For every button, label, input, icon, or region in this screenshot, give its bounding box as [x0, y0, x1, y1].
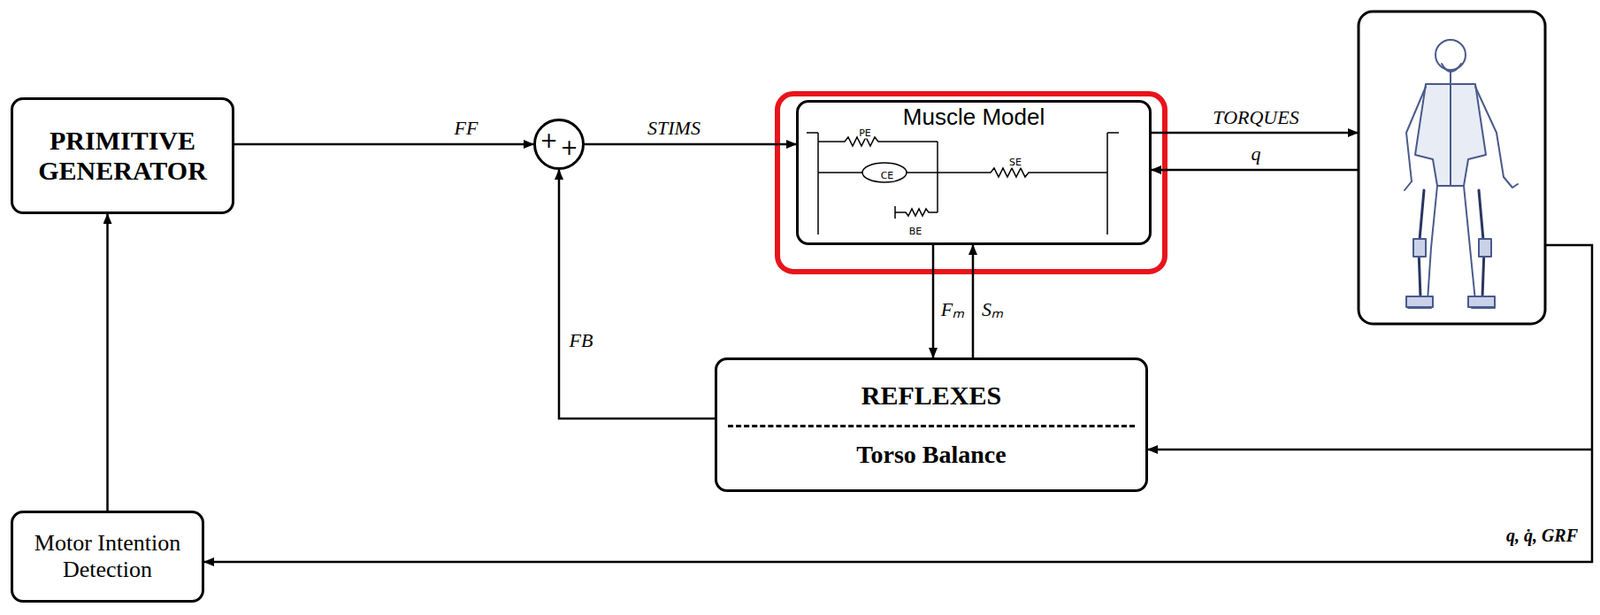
- signal-name: TORQUES: [1210, 107, 1301, 129]
- sign-mark: +: [539, 130, 558, 152]
- block-title: Muscle Model: [903, 104, 1045, 131]
- block-subtitle: Torso Balance: [856, 440, 1006, 469]
- signal-arrow: [106, 214, 109, 511]
- signal-name: FB: [567, 329, 596, 352]
- signal-name: Fₘ: [939, 298, 966, 321]
- summing-junction: ++: [533, 118, 585, 170]
- dashed-divider: [727, 424, 1135, 428]
- process-box: Motor Intention Detection: [10, 510, 205, 603]
- block-title: PRIMITIVE GENERATOR: [27, 125, 218, 187]
- signal-name: q, q̇, GRF: [1504, 525, 1580, 545]
- signal-arrow: [972, 244, 975, 358]
- part-name: SE: [1008, 156, 1023, 169]
- signal-arrow: [558, 169, 715, 419]
- highlight-frame: [777, 93, 1165, 272]
- part-name: PE: [857, 127, 873, 139]
- part-name: CE: [880, 169, 896, 182]
- muscle-schematic: [806, 132, 1119, 235]
- process-box: PRIMITIVE GENERATOR: [10, 97, 235, 215]
- sign-mark: +: [560, 137, 579, 159]
- block-title: REFLEXES: [861, 380, 1002, 412]
- muscle-model-box: Muscle ModelPE CE SE BE: [796, 99, 1152, 245]
- part-name: BE: [908, 225, 924, 238]
- block-title: Motor Intention Detection: [27, 529, 188, 583]
- signal-name: STIMS: [645, 117, 703, 139]
- signal-name: Sₘ: [979, 298, 1005, 321]
- state-branch: [1148, 448, 1593, 452]
- reflex-box: REFLEXES Torso Balance: [714, 357, 1149, 492]
- torques-wire: [1151, 131, 1358, 135]
- signal-arrow: [234, 143, 534, 146]
- figure-frame: [1358, 11, 1546, 324]
- exoskeleton-figure: [1404, 39, 1518, 308]
- signal-name: FF: [452, 117, 481, 139]
- state-wire: [204, 244, 1593, 562]
- q-wire: [1151, 168, 1358, 172]
- signal-name: q: [1249, 143, 1264, 165]
- signal-arrow: [584, 143, 797, 146]
- signal-arrow: [932, 244, 935, 358]
